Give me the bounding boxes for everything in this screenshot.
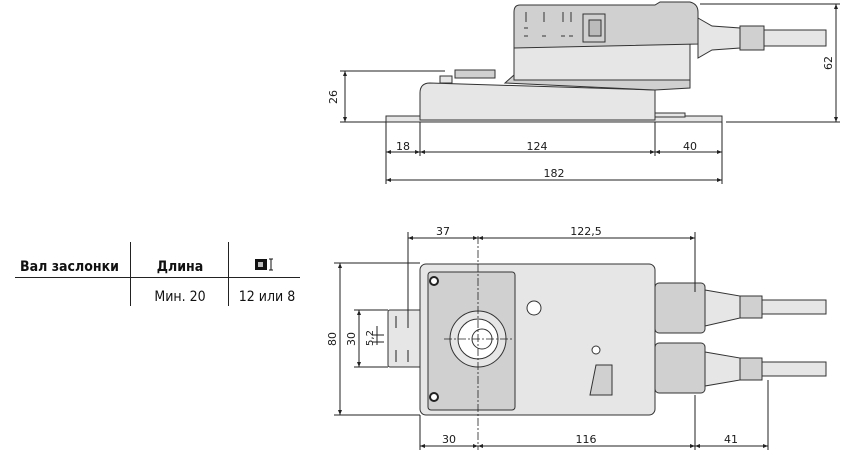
- strain-relief-bottom: [739, 357, 763, 381]
- shaft-clamp: [387, 309, 423, 368]
- switch-window: [582, 13, 606, 43]
- dim-total-length: 182: [544, 167, 565, 180]
- dim-shaft-gap: 5,2: [365, 330, 376, 346]
- header-length: Длина: [157, 259, 203, 275]
- cell-shaft-sizes: 12 или 8: [239, 289, 295, 305]
- upper-housing-lower: [513, 43, 691, 81]
- gland-top: [704, 289, 741, 327]
- dim-shaft-offset: 37: [436, 225, 450, 238]
- strain-relief-top: [739, 295, 763, 319]
- cable-bottom: [761, 361, 827, 377]
- switch: [588, 19, 602, 37]
- shaft-clamp: [454, 69, 496, 79]
- dim-width: 80: [326, 332, 339, 346]
- dim-base-height: 26: [327, 90, 340, 104]
- foot: [654, 112, 686, 118]
- dim-body-section: 116: [576, 433, 597, 446]
- side-view: 26 62 18 124 40 182: [327, 1, 840, 184]
- cell-min-length: Мин. 20: [154, 289, 205, 305]
- lever: [589, 364, 613, 396]
- dim-left-overhang: 18: [396, 140, 410, 153]
- cable-strain-relief: [739, 25, 765, 51]
- screw: [429, 276, 439, 286]
- shaft-length-icon: [255, 258, 273, 271]
- dim-clamp-width: 30: [345, 332, 358, 346]
- cable: [763, 29, 827, 47]
- connector-top: [654, 282, 706, 334]
- cable-top: [761, 299, 827, 315]
- lower-housing: [419, 82, 656, 121]
- shaft-table: Вал заслонки Длина Мин. 20 12 или 8: [15, 242, 300, 306]
- dim-right-length: 122,5: [570, 225, 602, 238]
- dim-total-height: 62: [822, 56, 835, 70]
- cable-gland: [697, 17, 741, 59]
- top-view: 37 122,5 80 30 5,2 30 116 41: [326, 225, 827, 450]
- dim-connector-section: 41: [724, 433, 738, 446]
- manual-button: [526, 300, 542, 316]
- upper-housing: [513, 1, 699, 49]
- header-shaft: Вал заслонки: [20, 259, 119, 275]
- indicator: [591, 345, 601, 355]
- connector-bottom: [654, 342, 706, 394]
- dim-right-overhang: 40: [683, 140, 697, 153]
- clamp-bolt: [439, 75, 453, 84]
- dim-left-section: 30: [442, 433, 456, 446]
- screw: [429, 392, 439, 402]
- dim-body-length: 124: [527, 140, 548, 153]
- indicator-slots: [524, 12, 573, 37]
- gland-bottom: [704, 351, 741, 387]
